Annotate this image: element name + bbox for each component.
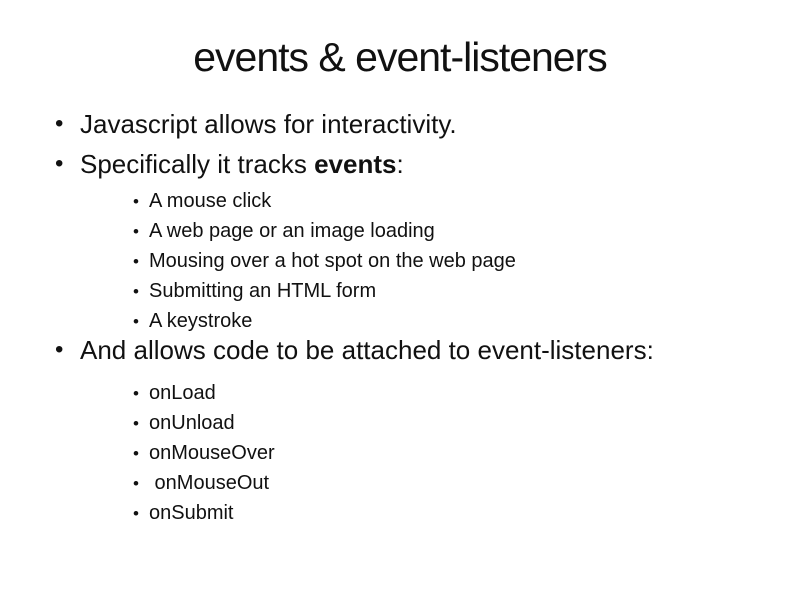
list-item: • A mouse click xyxy=(133,186,516,216)
bullet-icon: • xyxy=(133,312,139,331)
list-item-text: A keystroke xyxy=(149,310,253,332)
bullet-item-javascript: • Javascript allows for interactivity. xyxy=(55,109,457,140)
list-item: • onSubmit xyxy=(133,498,275,528)
bullet-icon: • xyxy=(55,336,64,363)
list-item-text: onMouseOver xyxy=(149,442,275,464)
bullet-icon: • xyxy=(133,474,139,493)
list-item-text: Mousing over a hot spot on the web page xyxy=(149,250,516,272)
list-item: • onLoad xyxy=(133,378,275,408)
list-item-text: onLoad xyxy=(149,382,216,404)
bullet-text: And allows code to be attached to event-… xyxy=(80,335,654,365)
list-item: • A keystroke xyxy=(133,306,516,336)
list-item: • onMouseOut xyxy=(133,468,275,498)
bullet-text-pre: Specifically it tracks xyxy=(80,149,315,179)
list-item: • A web page or an image loading xyxy=(133,216,516,246)
bullet-item-tracks-events: • Specifically it tracks events: xyxy=(55,149,404,180)
events-sublist: • A mouse click • A web page or an image… xyxy=(133,186,516,336)
bullet-text: Javascript allows for interactivity. xyxy=(80,109,457,139)
list-item-text: A mouse click xyxy=(149,190,272,212)
bullet-icon: • xyxy=(133,414,139,433)
bullet-text-bold: events xyxy=(314,149,397,179)
list-item: • Submitting an HTML form xyxy=(133,276,516,306)
bullet-icon: • xyxy=(55,150,64,177)
bullet-icon: • xyxy=(133,222,139,241)
bullet-icon: • xyxy=(133,282,139,301)
list-item-text: onSubmit xyxy=(149,502,234,524)
list-item: • onUnload xyxy=(133,408,275,438)
bullet-item-event-listeners: • And allows code to be attached to even… xyxy=(55,335,654,366)
list-item-text: Submitting an HTML form xyxy=(149,280,377,302)
list-item-text: onUnload xyxy=(149,412,235,434)
bullet-icon: • xyxy=(133,252,139,271)
list-item: • onMouseOver xyxy=(133,438,275,468)
bullet-icon: • xyxy=(133,384,139,403)
bullet-icon: • xyxy=(133,504,139,523)
bullet-text: Specifically it tracks events: xyxy=(80,149,404,180)
bullet-icon: • xyxy=(133,192,139,211)
bullet-icon: • xyxy=(55,110,64,137)
list-item-text: onMouseOut xyxy=(149,472,270,494)
list-item: • Mousing over a hot spot on the web pag… xyxy=(133,246,516,276)
slide-title: events & event-listeners xyxy=(193,34,608,80)
bullet-icon: • xyxy=(133,444,139,463)
bullet-text-post: : xyxy=(396,149,404,179)
listeners-sublist: • onLoad • onUnload • onMouseOver • onMo… xyxy=(133,378,275,528)
list-item-text: A web page or an image loading xyxy=(149,220,435,242)
